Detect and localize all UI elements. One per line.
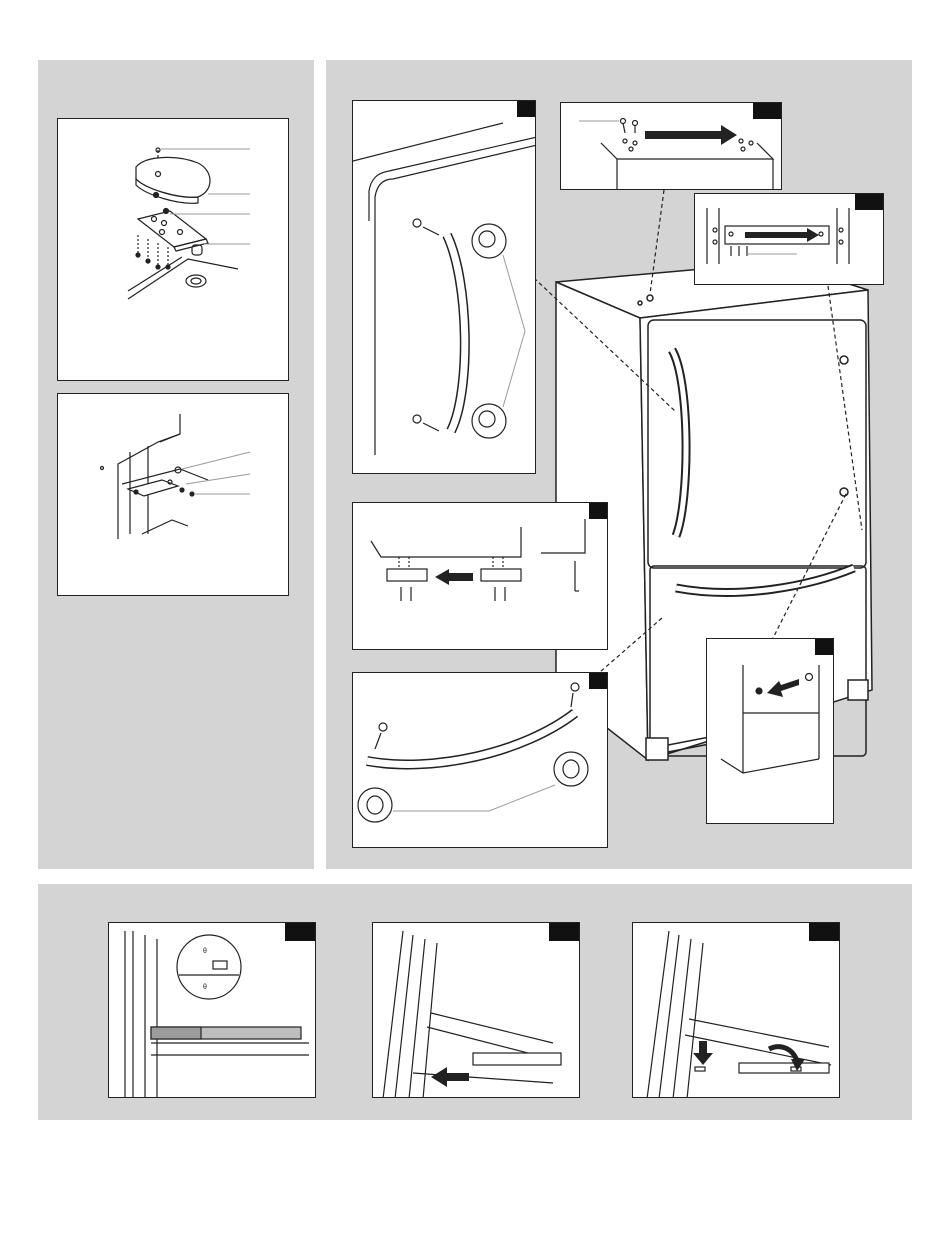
- plug-hole-filled: [756, 688, 762, 694]
- arrow-right-icon: [745, 228, 819, 242]
- handle-stud-magnifier: [472, 224, 506, 258]
- magnifier-callout: [177, 935, 241, 999]
- drawer-rail-step-2: [372, 922, 580, 1098]
- drawer-rail-step-3: [632, 922, 840, 1098]
- drawer-rail-step-1: θ θ: [108, 922, 316, 1098]
- bracket-old: [387, 569, 427, 581]
- arrow-left-icon: [767, 679, 799, 697]
- plug-move: [706, 638, 834, 824]
- plug-hole-open: [806, 674, 813, 681]
- svg-text:θ: θ: [203, 948, 207, 955]
- door-stop-move: [694, 193, 884, 285]
- lower-hinge-detail: [57, 393, 289, 596]
- arrow-left-icon: [435, 569, 473, 585]
- handle-stud-magnifier: [358, 788, 392, 822]
- svg-text:θ: θ: [203, 984, 207, 991]
- handle-screw-icon: [379, 723, 387, 731]
- handle-screw-icon: [413, 219, 421, 227]
- fridge-handle-detail: [352, 100, 536, 474]
- hinge-cap: [136, 157, 210, 197]
- bracket-new: [481, 569, 521, 581]
- drawer-bracket-move: [352, 502, 608, 650]
- arrow-right-icon: [645, 125, 737, 145]
- hinge-cap-detail: [57, 118, 289, 381]
- arrow-down-icon: [693, 1041, 713, 1065]
- top-hinge-move: [560, 102, 782, 190]
- drawer-handle-detail: [352, 672, 608, 848]
- arrow-left-icon: [431, 1067, 469, 1087]
